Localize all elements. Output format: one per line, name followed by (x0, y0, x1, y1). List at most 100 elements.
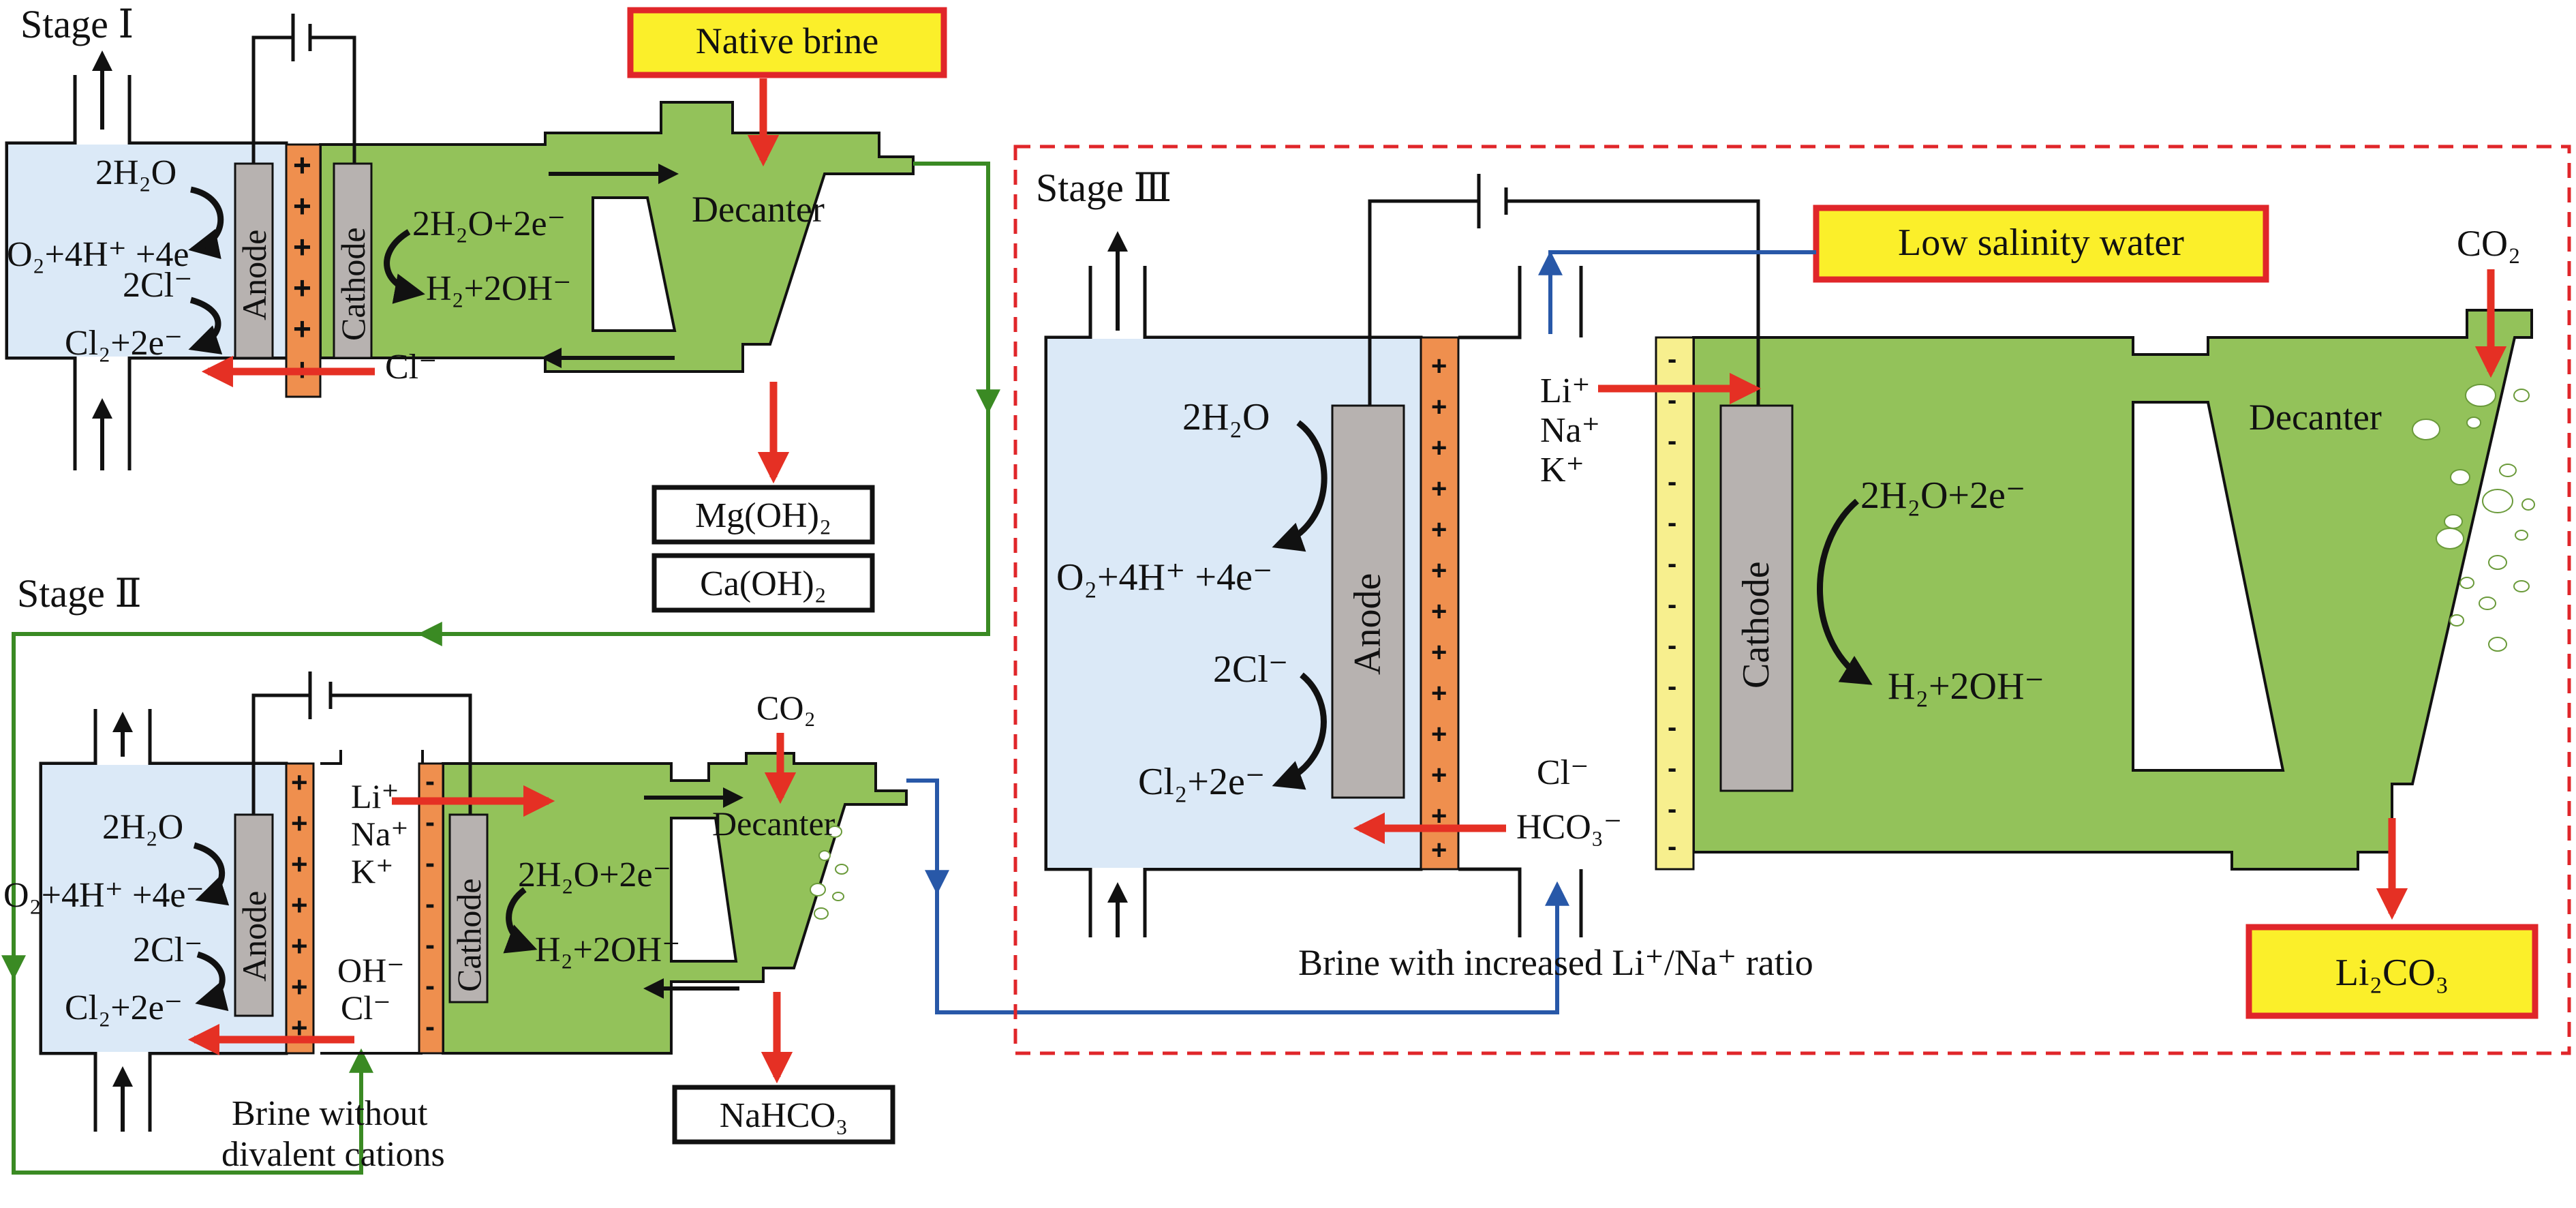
svg-text:+: + (1431, 637, 1447, 667)
stage-3-power-wire (1368, 199, 1760, 406)
stage-1-membrane-plus-signs: ++++++ (293, 147, 311, 387)
stage-3-middle-compartment (1458, 266, 1583, 937)
stage-2-anode-r2-arrow (195, 951, 229, 1012)
stage-2-co2-label: CO₂ (756, 689, 816, 727)
svg-text:+: + (1431, 801, 1447, 831)
stage-1-decanter-baffle (592, 196, 677, 332)
stage-1-cathode-electrode (333, 162, 373, 359)
stage-3-anion-membrane (1420, 336, 1460, 871)
stage-1-anode-label: Anode (235, 230, 273, 320)
stage-1-anode-r2-rhs: Cl₂+2e⁻ (65, 324, 183, 363)
stage-2-nahco3-label: NaHCO₃ (720, 1096, 848, 1135)
stage-2-cathode-r-arrow (503, 887, 538, 954)
svg-text:-: - (1668, 712, 1676, 742)
svg-text:+: + (291, 766, 308, 798)
stage-1-anion-membrane (285, 143, 322, 398)
stage-3-anion-membrane-signs: ++++ ++++ +++++ (1431, 351, 1447, 865)
stage-1-mgoh2-label: Mg(OH)₂ (695, 496, 831, 535)
stage-2-middle-compartment (320, 750, 424, 1055)
svg-text:-: - (1668, 631, 1676, 661)
stage-2-anode-r2-lhs: 2Cl⁻ (133, 931, 203, 969)
svg-text:-: - (425, 1010, 435, 1042)
stage-3-co2-label: CO₂ (2457, 223, 2521, 264)
stage-3-low-salinity-line (1548, 250, 1816, 334)
stage-3-cation-na: Na⁺ (1540, 411, 1600, 450)
stage-2-anode-r1-rhs: O₂+4H⁺ +4e⁻ (3, 876, 204, 915)
stage-2-cation-membrane-signs: ------- (425, 765, 435, 1042)
svg-text:+: + (291, 971, 308, 1003)
svg-text:-: - (1668, 508, 1676, 538)
stage-1: Stage Ⅰ ++++++ Anode Cathode 2H₂O O₂+4H⁺… (5, 2, 947, 613)
stage-3-catholyte-chamber (1692, 309, 2533, 871)
stage-1-native-brine-label: Native brine (696, 20, 878, 61)
svg-text:+: + (1431, 351, 1447, 381)
svg-text:+: + (291, 848, 308, 880)
svg-text:-: - (1668, 832, 1676, 862)
stage-2-cathode-r-lhs: 2H₂O+2e⁻ (518, 856, 671, 894)
svg-text:+: + (293, 229, 311, 265)
stage-3-cathode-r-lhs: 2H₂O+2e⁻ (1860, 474, 2025, 517)
stage-2-cation-k: K⁺ (351, 852, 394, 890)
stage-2-bubbles (810, 826, 848, 920)
svg-text:-: - (1668, 467, 1676, 497)
stage-2-title: Stage Ⅱ (17, 571, 142, 616)
svg-text:-: - (425, 928, 435, 961)
stage-1-mgoh2-box (651, 485, 875, 545)
stage-1-caoh2-box (651, 553, 875, 613)
stage-3-cation-membrane-signs: ---- ---- ----- (1668, 344, 1676, 862)
stage-2-anion-membrane-signs: +++++++ (291, 766, 308, 1044)
stage-3-cathode-r-arrow (1817, 498, 1873, 685)
stage-3-cathode-r-rhs: H₂+2OH⁻ (1888, 665, 2044, 708)
stage-1-native-brine-box (627, 7, 947, 78)
stage-3-title: Stage Ⅲ (1036, 166, 1171, 210)
stage-1-anode-electrode (234, 162, 274, 359)
stage-2-decanter-label: Decanter (712, 804, 835, 843)
stage-2-cathode-electrode (448, 813, 489, 1003)
svg-text:+: + (1431, 392, 1447, 422)
stage-3-bubbles (2412, 384, 2535, 652)
stage-1-chloride-label: Cl⁻ (385, 348, 438, 387)
stage-3-anode-label: Anode (1347, 573, 1389, 675)
stage-2-cation-membrane (418, 762, 444, 1055)
stage-3-cation-membrane (1655, 336, 1695, 871)
stage-1-anode-r2-arrow (188, 297, 223, 354)
stage-3-brine-note: Brine with increased Li⁺/Na⁺ ratio (1298, 942, 1813, 983)
stage-1-title: Stage Ⅰ (20, 2, 134, 46)
stage-1-anode-r2-lhs: 2Cl⁻ (123, 266, 193, 305)
stage-3-decanter-label: Decanter (2249, 397, 2382, 438)
stage-2-cathode-label: Cathode (450, 878, 488, 992)
stage-3-li2co3-box (2245, 924, 2539, 1019)
stage-3-cathode-electrode (1719, 404, 1794, 792)
stage-2-anion-cl: Cl⁻ (341, 988, 391, 1027)
stage-3-anion-hco3: HCO₃⁻ (1516, 808, 1622, 847)
stage-2-anion-oh: OH⁻ (337, 951, 405, 989)
stage-2-brine-note-2: divalent cations (221, 1135, 445, 1174)
stage-3-anode-r2-arrow (1272, 672, 1327, 790)
svg-text:-: - (1668, 753, 1676, 783)
stage-2-anion-membrane (285, 762, 315, 1055)
stage-2-nahco3-box (672, 1085, 895, 1145)
stage-2-cation-na: Na⁺ (351, 815, 409, 853)
stage-2-anode-r1-arrow (193, 842, 230, 906)
svg-text:-: - (1668, 590, 1676, 620)
svg-text:+: + (293, 270, 311, 305)
svg-text:+: + (1431, 678, 1447, 708)
svg-text:-: - (1668, 794, 1676, 824)
stage-3-anode-r2-rhs: Cl₂+2e⁻ (1138, 761, 1265, 803)
stage-1-anode-r1-arrow (188, 186, 224, 259)
svg-text:+: + (291, 807, 308, 839)
svg-text:-: - (1668, 344, 1676, 374)
svg-text:-: - (1668, 549, 1676, 579)
svg-text:-: - (425, 765, 435, 797)
svg-text:+: + (291, 930, 308, 962)
stage-2-cation-li: Li⁺ (351, 777, 399, 815)
svg-text:+: + (1431, 597, 1447, 626)
stage-3-anion-cl: Cl⁻ (1537, 753, 1589, 792)
stage-1-cathode-r-lhs: 2H₂O+2e⁻ (412, 205, 566, 243)
stage-2: Stage Ⅱ +++++++ ------- Anode Cathode (3, 571, 908, 1174)
stage-3-low-salinity-box (1813, 205, 2269, 283)
stage-3-dashed-frame (1013, 145, 2571, 1055)
svg-text:-: - (425, 969, 435, 1001)
stage-3-anode-r2-lhs: 2Cl⁻ (1213, 648, 1288, 691)
